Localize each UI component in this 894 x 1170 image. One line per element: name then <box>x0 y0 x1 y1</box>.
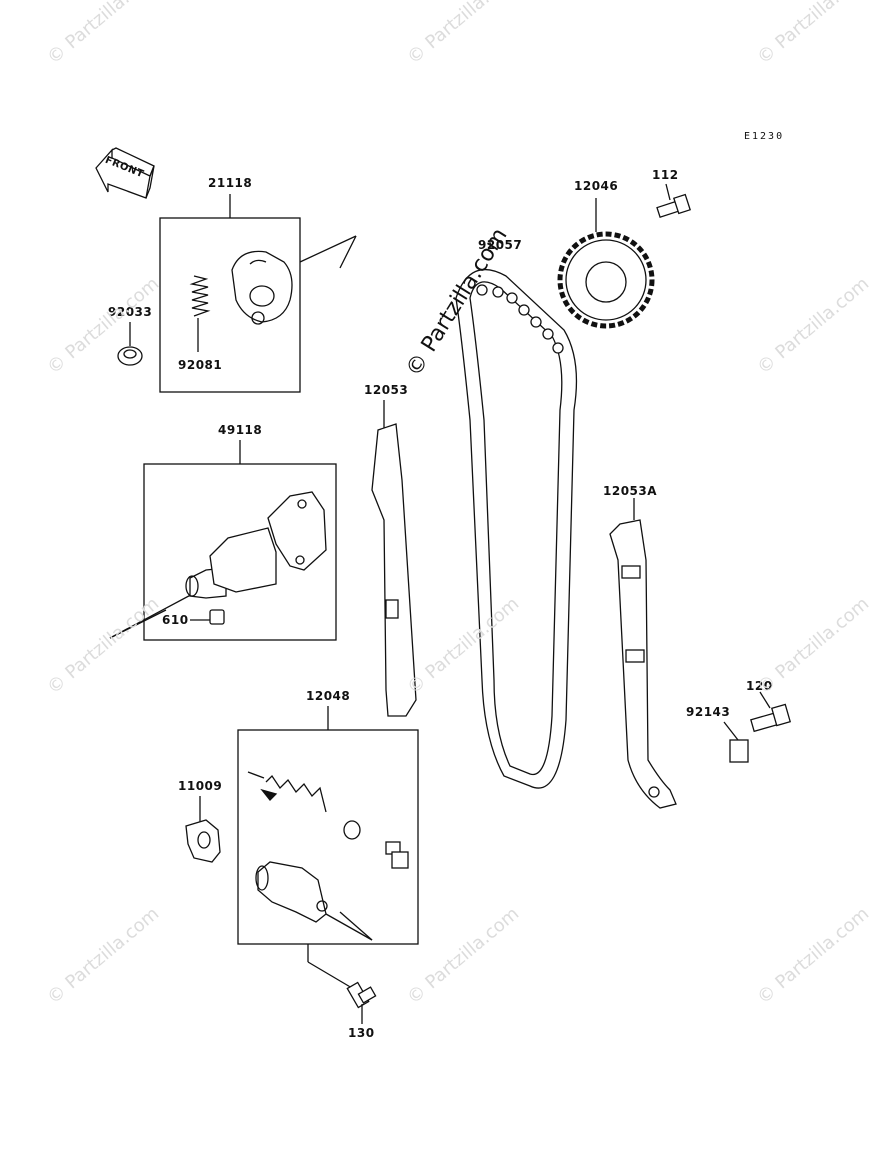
part-label[interactable]: 120 <box>746 679 773 693</box>
bolt-130[interactable] <box>307 944 377 1024</box>
ring-92033[interactable] <box>117 322 143 366</box>
tensioner-spring[interactable] <box>247 771 327 813</box>
bolt-112[interactable] <box>656 183 691 218</box>
part-label[interactable]: 12053 <box>364 383 409 397</box>
camshaft[interactable] <box>185 491 327 599</box>
part-label[interactable]: 112 <box>652 168 679 182</box>
part-label[interactable]: 92143 <box>686 705 731 719</box>
cam-sprocket[interactable] <box>557 198 655 329</box>
part-label[interactable]: 12048 <box>306 689 351 703</box>
part-label[interactable]: 92081 <box>178 358 223 372</box>
part-label[interactable]: 92033 <box>108 305 153 319</box>
tensioner-bolt[interactable] <box>385 841 409 869</box>
group-box-12048 <box>237 729 419 945</box>
pin-610[interactable] <box>190 609 225 625</box>
diagram-code: E1230 <box>744 131 785 142</box>
gasket-11009[interactable] <box>185 796 221 863</box>
part-label[interactable]: 12046 <box>574 179 619 193</box>
part-label[interactable]: 92057 <box>478 238 523 252</box>
part-label[interactable]: 21118 <box>208 176 253 190</box>
part-label[interactable]: 11009 <box>178 779 223 793</box>
timing-chain[interactable] <box>455 268 578 789</box>
chain-guide-12053A[interactable] <box>609 498 677 809</box>
bolt-120[interactable] <box>750 691 792 733</box>
collar-92143[interactable] <box>723 721 749 763</box>
spring-92081[interactable] <box>189 275 211 352</box>
washer[interactable] <box>343 820 361 840</box>
part-label[interactable]: 610 <box>162 613 189 627</box>
tensioner-body[interactable] <box>255 861 373 941</box>
part-label[interactable]: 49118 <box>218 423 263 437</box>
part-label[interactable]: 130 <box>348 1026 375 1040</box>
chain-guide-12053[interactable] <box>371 400 417 717</box>
cam-lever[interactable] <box>231 250 293 325</box>
part-label[interactable]: 12053A <box>603 484 658 498</box>
front-arrow-icon <box>95 147 155 199</box>
